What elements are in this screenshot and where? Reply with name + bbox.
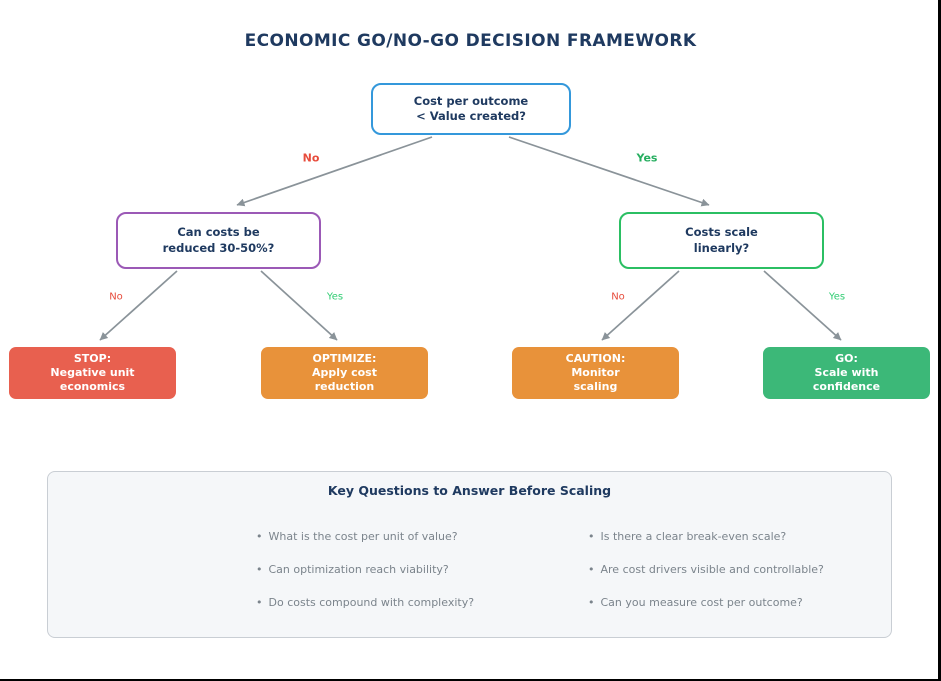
question-item: Is there a clear break-even scale? xyxy=(588,520,824,553)
node-go-outcome: GO: Scale with confidence xyxy=(763,347,930,399)
edge-root-no-arrow xyxy=(236,136,433,207)
edge-label-reduce-yes: Yes xyxy=(326,291,344,303)
question-item: Can you measure cost per outcome? xyxy=(588,586,824,619)
question-item: Do costs compound with complexity? xyxy=(256,586,475,619)
node-optimize-outcome: OPTIMIZE: Apply cost reduction xyxy=(261,347,428,399)
question-item: Are cost drivers visible and controllabl… xyxy=(588,553,824,586)
page-title: ECONOMIC GO/NO-GO DECISION FRAMEWORK xyxy=(244,31,697,51)
key-questions-left-column: What is the cost per unit of value? Can … xyxy=(256,520,475,619)
edge-label-scale-no: No xyxy=(611,291,625,303)
node-root-question: Cost per outcome < Value created? xyxy=(371,83,571,135)
key-questions-right-column: Is there a clear break-even scale? Are c… xyxy=(588,520,824,619)
edge-scale-no-arrow xyxy=(601,270,680,341)
node-cost-reduction-question: Can costs be reduced 30-50%? xyxy=(116,212,321,269)
node-scale-linearly-question: Costs scale linearly? xyxy=(619,212,824,269)
key-questions-panel: Key Questions to Answer Before Scaling W… xyxy=(47,471,892,638)
node-stop-outcome: STOP: Negative unit economics xyxy=(9,347,176,399)
node-caution-outcome: CAUTION: Monitor scaling xyxy=(512,347,679,399)
edge-label-reduce-no: No xyxy=(109,291,123,303)
edge-label-root-no: No xyxy=(302,151,320,165)
edge-root-yes-arrow xyxy=(508,136,710,207)
edge-reduce-yes-arrow xyxy=(260,270,338,341)
edge-label-scale-yes: Yes xyxy=(828,291,846,303)
question-item: Can optimization reach viability? xyxy=(256,553,474,586)
key-questions-title: Key Questions to Answer Before Scaling xyxy=(327,483,612,498)
edge-label-root-yes: Yes xyxy=(636,151,658,165)
edge-reduce-no-arrow xyxy=(99,270,178,341)
question-item: What is the cost per unit of value? xyxy=(256,520,474,553)
edge-scale-yes-arrow xyxy=(763,270,842,341)
